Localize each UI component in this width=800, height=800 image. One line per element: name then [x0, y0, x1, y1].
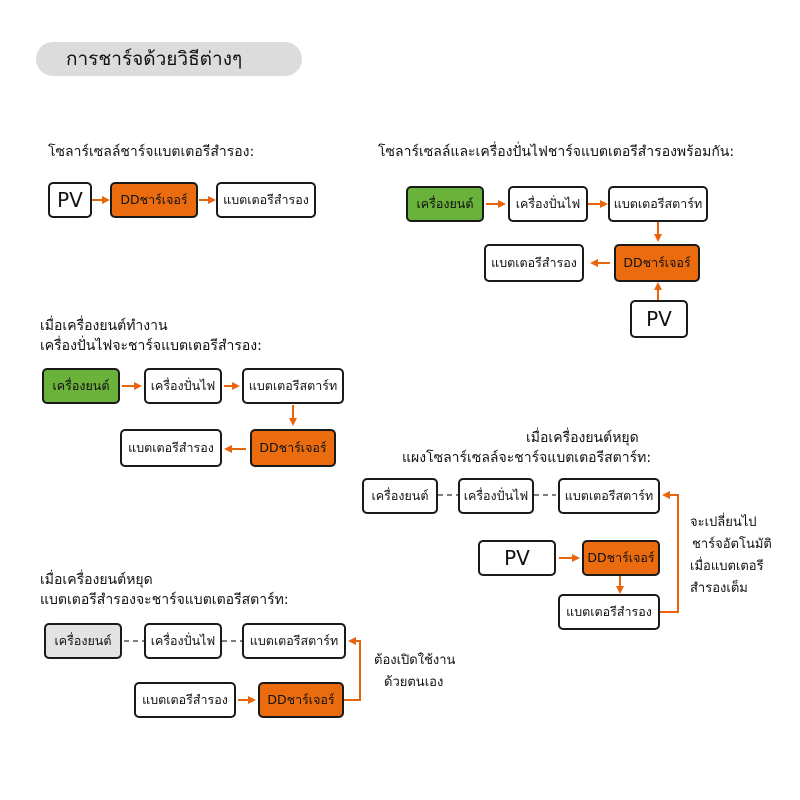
s4-alternator-box: เครื่องปั่นไฟ [458, 478, 534, 514]
s1-aux-battery-box: แบตเตอรีสำรอง [216, 182, 316, 218]
s4-note-line2: ชาร์จอัตโนมัติ [692, 537, 772, 552]
s5-starter-battery-box: แบตเตอรีสตาร์ท [242, 623, 346, 659]
s1-pv-box: PV [48, 182, 92, 218]
s2-pv-box: PV [630, 300, 688, 338]
s2-engine-box: เครื่องยนต์ [406, 186, 484, 222]
s5-alternator-box: เครื่องปั่นไฟ [144, 623, 222, 659]
s5-charger-box: DDชาร์เจอร์ [258, 682, 344, 718]
s1-caption: โซลาร์เซลล์ชาร์จแบตเตอรีสำรอง: [48, 144, 255, 160]
s4-note-line4: สำรองเต็ม [690, 581, 748, 596]
s5-aux-battery-box: แบตเตอรีสำรอง [134, 682, 236, 718]
s2-starter-battery-box: แบตเตอรีสตาร์ท [608, 186, 708, 222]
s5-caption-line2: แบตเตอรีสำรองจะชาร์จแบตเตอรีสตาร์ท: [40, 592, 289, 608]
s4-note-line1: จะเปลี่ยนไป [690, 515, 757, 530]
s3-starter-battery-box: แบตเตอรีสตาร์ท [242, 368, 344, 404]
s3-caption-line2: เครื่องปั่นไฟจะชาร์จแบตเตอรีสำรอง: [40, 338, 262, 354]
s4-note-line3: เมื่อแบตเตอรี [690, 559, 764, 574]
s5-engine-box: เครื่องยนต์ [44, 623, 122, 659]
s1-charger-box: DDชาร์เจอร์ [110, 182, 198, 218]
s3-aux-battery-box: แบตเตอรีสำรอง [120, 429, 222, 467]
s5-note-line2: ด้วยตนเอง [384, 675, 444, 690]
s3-engine-box: เครื่องยนต์ [42, 368, 120, 404]
s5-note-line1: ต้องเปิดใช้งาน [374, 653, 456, 668]
s2-caption: โซลาร์เซลล์และเครื่องปั่นไฟชาร์จแบตเตอรี… [378, 144, 735, 160]
s3-alternator-box: เครื่องปั่นไฟ [144, 368, 222, 404]
s2-charger-box: DDชาร์เจอร์ [614, 244, 700, 282]
s3-caption-line1: เมื่อเครื่องยนต์ทำงาน [40, 318, 168, 334]
s4-caption-line2: แผงโซลาร์เซลล์จะชาร์จแบตเตอรีสตาร์ท: [402, 450, 652, 466]
s3-charger-box: DDชาร์เจอร์ [250, 429, 336, 467]
s5-caption-line1: เมื่อเครื่องยนต์หยุด [40, 572, 153, 588]
page-title: การชาร์จด้วยวิธีต่างๆ [36, 42, 302, 76]
s4-pv-box: PV [478, 540, 556, 576]
s4-aux-battery-box: แบตเตอรีสำรอง [558, 594, 660, 630]
s4-caption-line1: เมื่อเครื่องยนต์หยุด [526, 430, 639, 446]
s2-aux-battery-box: แบตเตอรีสำรอง [484, 244, 584, 282]
s4-charger-box: DDชาร์เจอร์ [582, 540, 660, 576]
s4-engine-box: เครื่องยนต์ [362, 478, 438, 514]
arrow-s4-feedback [660, 491, 679, 613]
arrow-s5-feedback [344, 637, 361, 701]
s2-alternator-box: เครื่องปั่นไฟ [508, 186, 588, 222]
s4-starter-battery-box: แบตเตอรีสตาร์ท [558, 478, 660, 514]
